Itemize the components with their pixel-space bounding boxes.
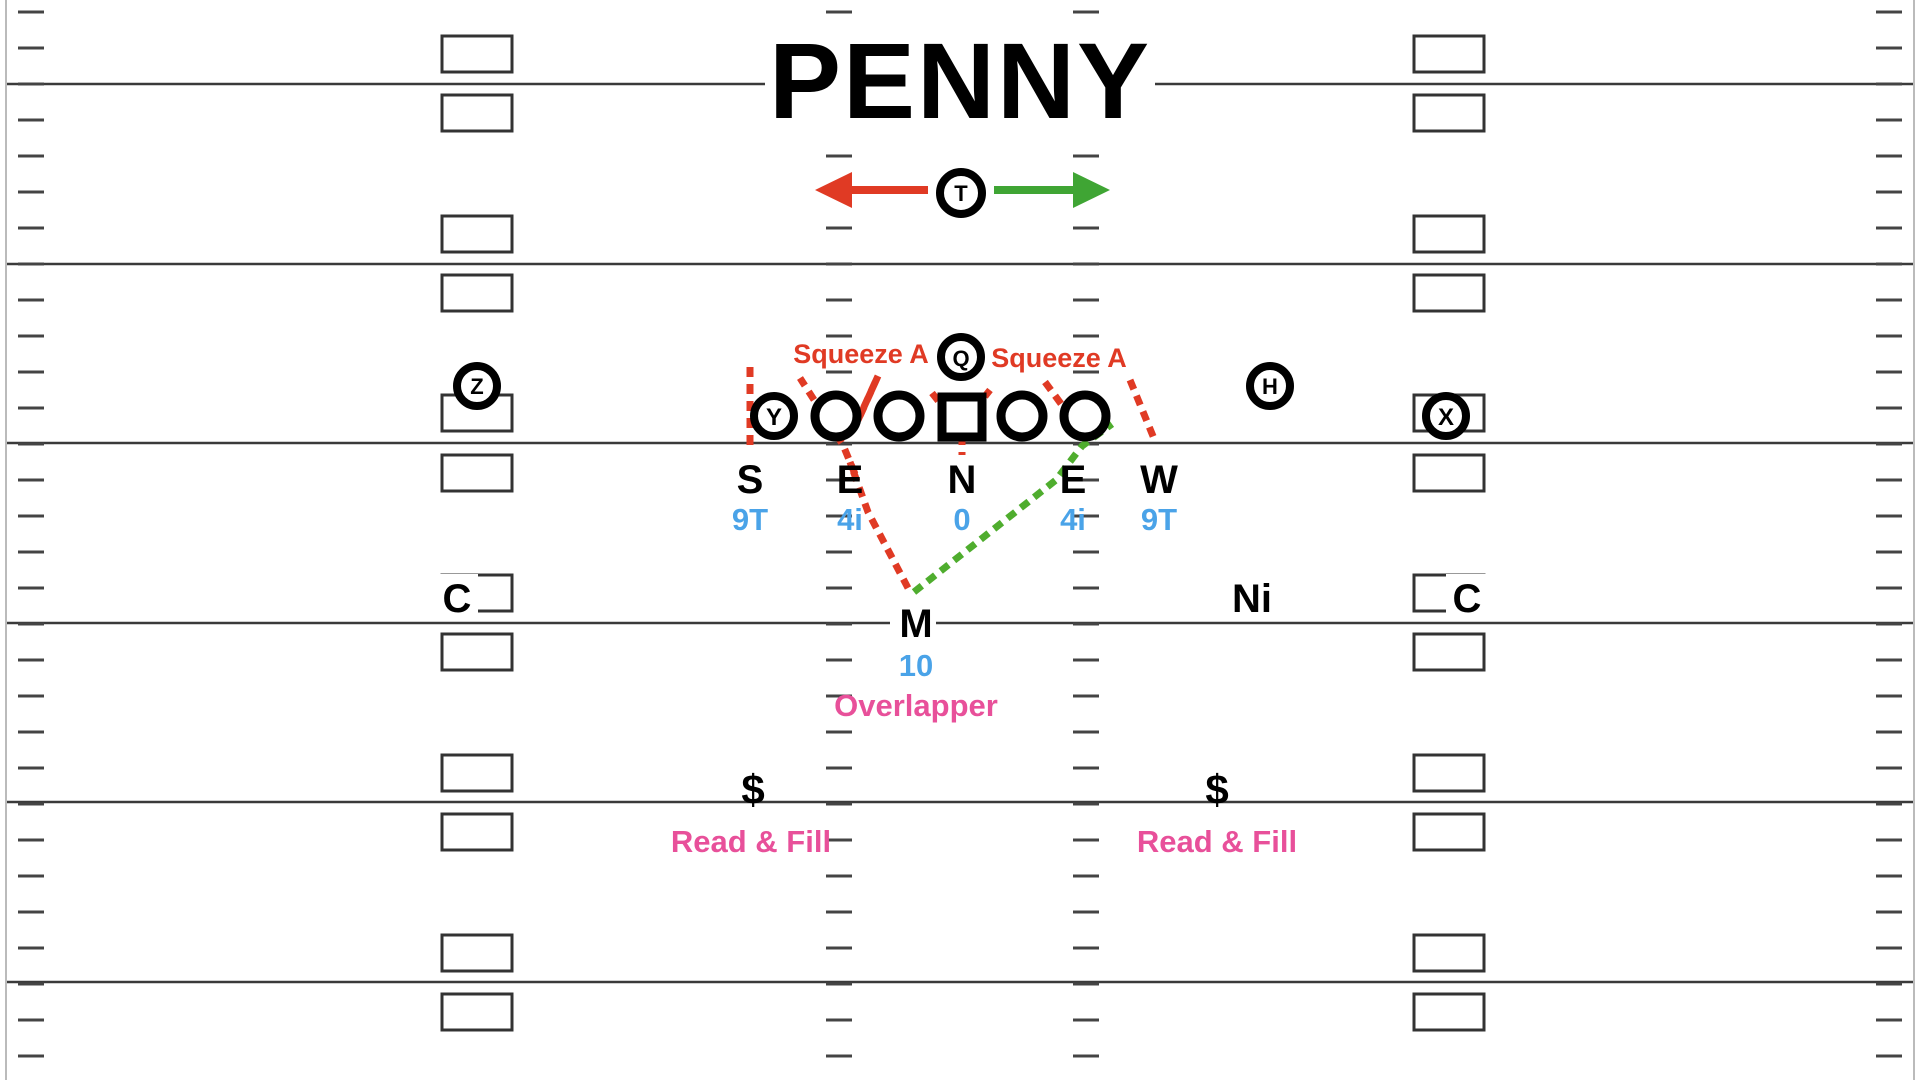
- stunt-label-left: Squeeze A: [793, 339, 929, 369]
- yard-number-box: [440, 753, 514, 793]
- defender-n-technique: 0: [953, 502, 970, 537]
- yard-number-box: [440, 273, 514, 313]
- player-x-circle: [1422, 392, 1470, 440]
- defender-mike: M 10 Overlapper: [834, 600, 998, 723]
- player-y-circle: [750, 392, 798, 440]
- yard-number-box: [440, 992, 514, 1032]
- safeties: $ Read & Fill $ Read & Fill: [671, 766, 1297, 859]
- motion-player: T: [936, 168, 986, 218]
- defensive-front: S 9T E 4i N 0 E 4i W 9T: [732, 458, 1178, 537]
- defender-w-label: W: [1140, 458, 1178, 502]
- safety-left-label: $: [741, 766, 764, 813]
- stunt-path-mike: [846, 460, 912, 590]
- safety-left-role: Read & Fill: [671, 824, 831, 859]
- stunt-path-loop-left: [854, 374, 882, 422]
- secondary-underneath: C C Ni: [436, 574, 1488, 621]
- title-backdrop: [765, 30, 1155, 134]
- corner-left-backdrop: [436, 574, 478, 618]
- play-title: PENNY: [769, 20, 1151, 141]
- defender-e-right-label: E: [1060, 458, 1087, 502]
- player-x-label: X: [1438, 404, 1454, 431]
- offensive-skill-players: Y Q Z H X: [453, 333, 1470, 440]
- player-t-circle: [936, 168, 986, 218]
- yard-number-box: [1412, 812, 1486, 852]
- offensive-lineman-rt: [1059, 390, 1111, 442]
- player-q-circle: [937, 333, 985, 381]
- defender-m-label: M: [899, 602, 932, 646]
- mike-label-backdrop: [890, 600, 936, 642]
- yard-number-box: [1412, 753, 1486, 793]
- defender-s-label: S: [737, 458, 764, 502]
- defender-n-label: N: [948, 458, 977, 502]
- yard-number-box: [1412, 93, 1486, 133]
- yard-number-box: [1412, 273, 1486, 313]
- yard-number-box: [440, 214, 514, 254]
- player-t-label: T: [954, 181, 968, 206]
- yard-number-box: [440, 34, 514, 74]
- offensive-lineman-lg: [810, 390, 862, 442]
- yard-number-box: [1412, 453, 1486, 493]
- corner-right-backdrop: [1446, 574, 1488, 618]
- motion-left-arrowhead-icon: [815, 172, 852, 208]
- yard-number-box: [1412, 992, 1486, 1032]
- player-z-label: Z: [470, 374, 483, 399]
- offensive-lineman-lt: [873, 390, 925, 442]
- yard-number-box: [440, 812, 514, 852]
- defender-s-technique: 9T: [732, 502, 768, 537]
- yard-number-box: [440, 453, 514, 493]
- player-h-label: H: [1262, 374, 1278, 399]
- defender-w-technique: 9T: [1141, 502, 1177, 537]
- defender-c-left-label: C: [443, 577, 472, 621]
- defender-c-right-label: C: [1453, 577, 1482, 621]
- yard-number-box: [1412, 214, 1486, 254]
- defender-m-role: Overlapper: [834, 688, 998, 723]
- yard-number-boxes: [440, 34, 1486, 1032]
- player-h-circle: [1246, 362, 1294, 410]
- safety-right-role: Read & Fill: [1137, 824, 1297, 859]
- player-q-label: Q: [952, 346, 969, 371]
- yard-number-box: [1412, 933, 1486, 973]
- yard-number-box: [440, 632, 514, 672]
- safety-right-label: $: [1205, 766, 1228, 813]
- yard-number-box: [440, 93, 514, 133]
- defender-e-left-label: E: [837, 458, 864, 502]
- player-z-circle: [453, 362, 501, 410]
- yard-number-box: [1412, 632, 1486, 672]
- offensive-lineman-center: [937, 392, 987, 442]
- defender-e-right-technique: 4i: [1060, 502, 1086, 537]
- defender-e-left-technique: 4i: [837, 502, 863, 537]
- stunt-path-w-9t: [1126, 378, 1159, 443]
- defender-ni-label: Ni: [1232, 577, 1272, 621]
- yard-number-box: [1412, 34, 1486, 74]
- motion-arrows: [815, 172, 1110, 208]
- offensive-lineman-rg: [996, 390, 1048, 442]
- player-y-label: Y: [766, 404, 782, 431]
- offensive-line: [810, 390, 1111, 442]
- stunt-label-right: Squeeze A: [991, 343, 1127, 373]
- defender-m-technique: 10: [899, 648, 933, 683]
- motion-right-arrowhead-icon: [1073, 172, 1110, 208]
- sidelines: [5, 0, 1915, 1080]
- yard-number-box: [440, 933, 514, 973]
